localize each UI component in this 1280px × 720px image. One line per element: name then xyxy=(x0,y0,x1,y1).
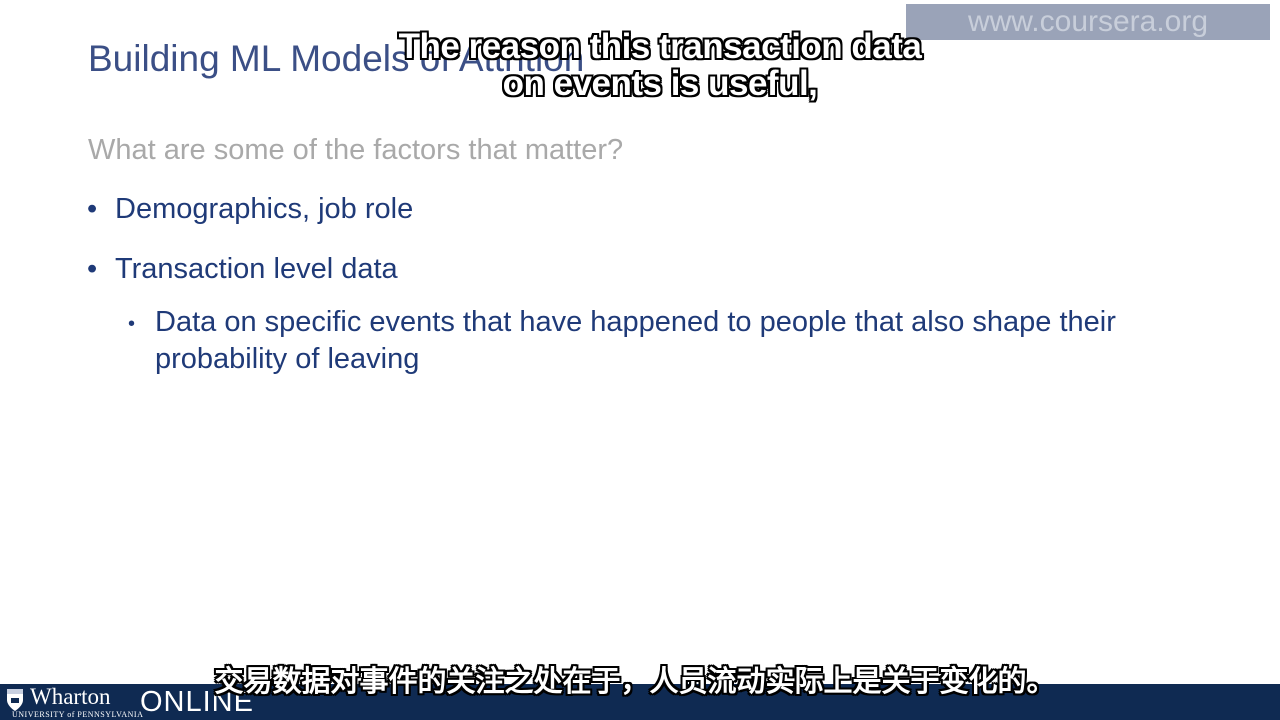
english-caption: The reason this transaction data on even… xyxy=(398,27,922,103)
bullet-text: Transaction level data xyxy=(115,253,398,285)
slide-title: Building ML Models of Attrition xyxy=(88,38,585,79)
wharton-logo-subtext: UNIVERSITY of PENNSYLVANIA xyxy=(12,710,144,719)
online-logo-text: ONLINE xyxy=(140,686,254,718)
bullet-item: • Demographics, job role xyxy=(87,193,414,226)
watermark-banner: www.coursera.org xyxy=(906,4,1270,40)
footer-bar: Wharton UNIVERSITY of PENNSYLVANIA ONLIN… xyxy=(0,684,1280,720)
penn-shield-icon xyxy=(7,689,23,711)
bullet-dot: • xyxy=(87,193,98,225)
wharton-logo-text: Wharton xyxy=(30,684,111,709)
slide-subheading: What are some of the factors that matter… xyxy=(88,134,624,166)
bullet-item: • Transaction level data xyxy=(87,253,398,286)
bullet-dot: • xyxy=(87,253,98,285)
sub-bullet-item: • Data on specific events that have happ… xyxy=(128,304,1185,378)
bullet-text: Demographics, job role xyxy=(115,193,414,225)
bullet-dot: • xyxy=(128,313,136,335)
sub-bullet-text: Data on specific events that have happen… xyxy=(155,306,1116,375)
chinese-caption: 交易数据对事件的关注之处在于，人员流动实际上是关于变化的。 xyxy=(214,666,1056,698)
